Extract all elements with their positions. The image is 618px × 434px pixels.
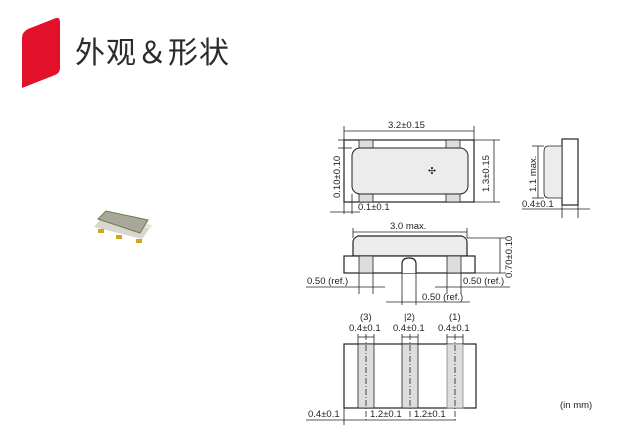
terminal-2-width: 0.4±0.1: [393, 323, 425, 334]
bottom-offset-dim: 0.4±0.1: [308, 409, 340, 420]
top-height-dim: 1.3±0.15: [481, 155, 492, 192]
bottom-view: (3) |2) (1) 0.4±0.1 0.4±0.1 0.4±0.1 0.4±…: [306, 312, 477, 425]
terminal-3-label: (3): [360, 312, 372, 323]
top-gap-dim: 0.10±0.10: [332, 156, 343, 198]
bottom-pitch-1: 1.2±0.1: [370, 409, 402, 420]
front-left-ref: 0.50 (ref.): [307, 276, 348, 287]
top-edge-dim: 0.1±0.1: [358, 202, 390, 213]
units-note: (in mm): [560, 400, 592, 411]
front-height-dim: 0.70±0.10: [504, 236, 515, 278]
svg-text:✣: ✣: [428, 166, 436, 177]
front-view: 3.0 max. 0.70±0.10 0.50 (ref.) 0.50 (ref…: [306, 221, 515, 305]
terminal-1-label: (1): [449, 312, 461, 323]
bottom-pitch-2: 1.2±0.1: [414, 409, 446, 420]
side-height-dim: 1.1 max.: [528, 156, 539, 192]
front-length-dim: 3.0 max.: [390, 221, 426, 232]
terminal-3-width: 0.4±0.1: [349, 323, 381, 334]
terminal-1-width: 0.4±0.1: [438, 323, 470, 334]
top-width-dim: 3.2±0.15: [388, 120, 425, 131]
terminal-2-label: |2): [404, 312, 415, 323]
front-center-ref: 0.50 (ref.): [422, 292, 463, 303]
section-header: 外观＆形状: [0, 0, 618, 100]
side-view: 1.1 max. 0.4±0.1: [522, 138, 590, 218]
front-right-ref: 0.50 (ref.): [463, 276, 504, 287]
page-title: 外观＆形状: [75, 36, 230, 71]
top-view: ✣ 3.2±0.15 1.3±0.15 0.10±0.10 0.1±0.1: [330, 120, 500, 214]
brand-accent-icon: [22, 17, 60, 88]
product-photo: [94, 210, 152, 243]
side-depth-dim: 0.4±0.1: [522, 199, 554, 210]
